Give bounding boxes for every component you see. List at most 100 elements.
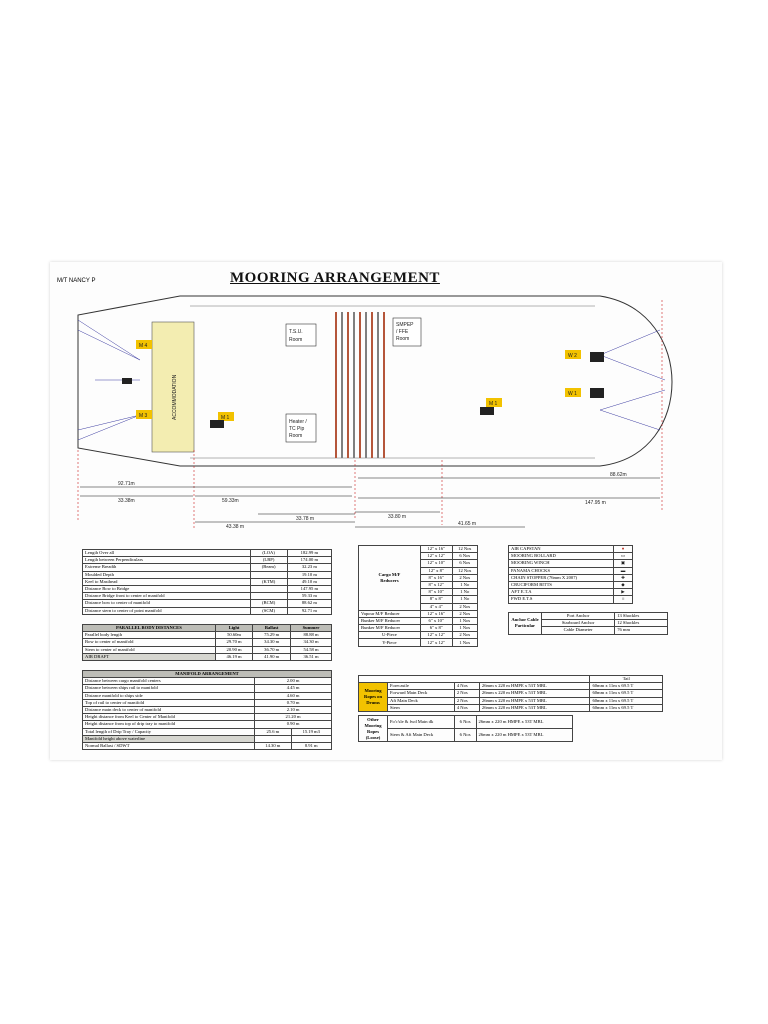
legend-row: PANAMA CHOCKS▬ (508, 566, 633, 575)
heater-room-label-2: TC Pip (289, 426, 305, 432)
rope-cell: 26mm x 220 m HMPE x 53T MBL (478, 696, 591, 705)
anchor-item: Cable Diameter (540, 626, 616, 635)
winch-body-w2 (590, 352, 604, 362)
legend-label: MOORING BOLLARD (508, 552, 614, 561)
piece-cell: 2 Nos (451, 631, 478, 640)
particulars-row: Distance Bridge front to center of manif… (82, 592, 333, 601)
manifold-value: 15.19 m3 (290, 727, 332, 736)
accommodation-block (151, 321, 195, 453)
bunker-cell: 1 Nos (451, 624, 478, 633)
manifold-header-row: MANIFOLD ARRANGEMENT (82, 669, 332, 679)
rope-cell: 60mm x 11m x 69.5 T (589, 696, 663, 705)
reducer-qty: 1 No (451, 580, 478, 590)
particular-abbr: (LOA) (249, 548, 288, 558)
bunker-cell: 6" x 10" (419, 616, 453, 626)
dim-88-62: 88.62m (610, 472, 627, 478)
legend-row: CHAIN STOPPER (76mm X 2007)✚ (508, 573, 633, 582)
heater-room-label: Heater / (289, 419, 307, 425)
dim-147-95: 147.95 m (585, 500, 606, 506)
reducer-size: 12" x 10" (419, 559, 453, 568)
rope-cell: 60mm x 11m x 69.5 T (589, 689, 663, 698)
manifold-value: 21.20 m (254, 713, 332, 722)
legend-row: AIR CAPSTAN● (508, 544, 633, 554)
particulars-row: Distance stern to center of point manifo… (82, 606, 333, 615)
legend-symbol-icon: ▬ (613, 566, 633, 575)
rope-cell: 26mm x 220 m HMPE x 53T MBL (478, 689, 591, 698)
winch-m1-aft (218, 412, 234, 421)
winch-w2 (565, 350, 581, 359)
parallel-cell: 41.90 m (252, 652, 291, 661)
manifold-row: Height distance from Keel to Center of M… (81, 713, 332, 722)
legend-label: PANAMA CHOCKS (508, 566, 614, 575)
parallel-cell: 34.30 m (252, 638, 291, 647)
particular-value: 92.71 m (286, 606, 333, 615)
anchor-value: 12 Shackles (614, 619, 668, 628)
particular-value: 49.10 m (286, 577, 333, 586)
tail-header: Tail (589, 674, 663, 684)
particulars-row: Length Over all(LOA)182.99 m (82, 548, 333, 558)
anchor-value: 13 Shackles (614, 611, 668, 621)
manifold-name: Height distance from top of drip tray to… (81, 720, 256, 729)
legend-row: FWD E.T.S≡ (508, 595, 633, 604)
smpep-room-label-2: / FFE (396, 329, 409, 335)
particulars-row: Distance bow to center of manifold(BCM)8… (82, 599, 333, 608)
manifold-value: 2.10 m (254, 705, 332, 715)
rope-cell: Forecastle (387, 682, 455, 691)
manifold-value: 8.91 m (290, 741, 332, 751)
particular-abbr: (LBP) (249, 556, 288, 565)
parallel-cell: Bow to center of manifold (82, 638, 216, 647)
manifold-name: Distance manifold to ships side (81, 691, 256, 700)
particulars-row: Extreme Breadth(Beam)32.23 m (82, 563, 333, 572)
dim-33-38: 33.38m (118, 498, 135, 504)
winch-m1-fwd (486, 398, 502, 407)
rope-cell: 2 Nos (453, 689, 480, 698)
winch-m1-fwd-label: M 1 (489, 401, 498, 407)
tsu-room-label: T.S.U. (289, 329, 303, 335)
anchor-label: Anchor Cable Particular (508, 612, 542, 635)
piece-cell: Y-Piece (358, 638, 421, 647)
winch-m4-label: M 4 (139, 343, 148, 349)
manifold-value (290, 734, 332, 743)
rope-cell: 4 Nos (453, 703, 480, 712)
particular-name: Distance Bow to Bridge (82, 584, 251, 594)
vapour-cell: 2 Nos (451, 609, 478, 618)
parallel-cell: 36.51 m (290, 652, 332, 661)
manifold-name: Distance main deck to center of manifold (81, 705, 256, 715)
anchor-item: Port Anchor (540, 611, 616, 621)
parallel-header-cell: Ballast (252, 623, 291, 633)
winch-body-m1-aft (210, 420, 224, 428)
winch-body-m1-fwd (480, 407, 494, 415)
particular-abbr: (KTM) (249, 577, 288, 586)
legend-symbol-icon: ≡ (613, 595, 633, 604)
reducer-size: 8" x 16" (419, 573, 453, 582)
page-title: MOORING ARRANGEMENT (230, 270, 440, 286)
parallel-header-cell: Summer (290, 623, 332, 633)
dim-92-71: 92.71m (118, 481, 135, 487)
other-rope-row: Other Mooring Ropes (Loose)Fo'c'sle & fw… (358, 715, 574, 742)
particular-value: 19.10 m (286, 570, 333, 579)
particular-value: 174.00 m (286, 556, 333, 565)
legend-row: MOORING WINCH▣ (508, 559, 633, 568)
dim-59-33: 59.33m (222, 498, 239, 504)
parallel-cell: 29.70 m (214, 638, 254, 647)
legend-label: MOORING WINCH (508, 559, 614, 568)
parallel-cell: Stern to center of manifold (82, 645, 216, 654)
legend-label: AIR CAPSTAN (508, 544, 614, 554)
winch-m4 (136, 340, 152, 349)
